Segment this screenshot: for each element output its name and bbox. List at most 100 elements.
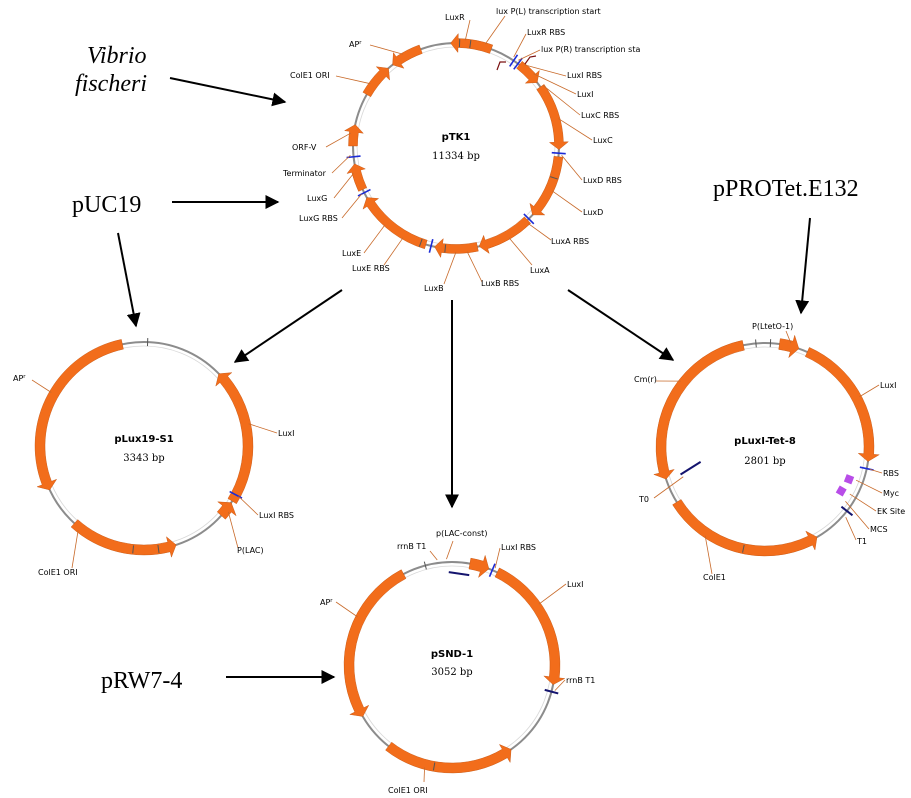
- ptk1-label-luxc-rbs: LuxC RBS: [581, 111, 619, 120]
- ptk1-label-luxi: LuxI: [577, 90, 593, 99]
- ptk1-orfv-gene: [343, 124, 364, 147]
- psnd1-rrnb-terminator-right: [544, 688, 559, 695]
- ptk1-lead-luxb-rbs: [466, 251, 483, 283]
- psnd1-cole1-feature: [385, 741, 512, 774]
- psnd1-lead-rrnb-top: [429, 550, 438, 561]
- ptk1-tick-b: [469, 39, 472, 49]
- ptk1-lead-cole1: [335, 75, 371, 85]
- ptk1-label-luxc: LuxC: [593, 136, 613, 145]
- ptk1-lead-luxpr: [518, 49, 541, 61]
- psnd1-tick-b: [432, 762, 436, 771]
- pluxitet-label-cm: Cm(r): [634, 375, 657, 384]
- pluxitet-lead-t0: [653, 476, 684, 499]
- pluxitet-features: [653, 330, 883, 575]
- plux19-lead-luxi: [248, 423, 278, 434]
- ptk1-luxe-gene: [362, 197, 428, 250]
- pluxitet-tick-a: [755, 339, 757, 348]
- ptk1-luxc-gene: [536, 84, 569, 150]
- pluxitet-lead-rbs: [869, 468, 883, 474]
- puc19-to-plux19-arrow: [117, 232, 141, 328]
- ptk1-terminator-mark: [346, 155, 361, 159]
- ptk1-lead-luxd: [551, 190, 583, 213]
- ptk1-label-luxb-rbs: LuxB RBS: [481, 279, 519, 288]
- ptk1-label-orf-v: ORF-V: [292, 143, 317, 152]
- pluxitet-lead-mcs: [845, 500, 870, 530]
- plux19-name: pLux19-S1: [114, 434, 173, 445]
- ptk1-label-luxe-rbs: LuxE RBS: [352, 264, 390, 273]
- ptk1-luxi-gene: [516, 61, 540, 84]
- psnd1-rrnb-terminator-top: [448, 571, 470, 577]
- pluxitet-lead-ek: [849, 493, 877, 512]
- plux19-ap-gene: [34, 339, 124, 491]
- plux19-label-luxi: LuxI: [278, 429, 294, 438]
- pluxitet-ek-site-tag: [835, 485, 847, 497]
- pluxitet-label-mcs: MCS: [870, 525, 888, 534]
- pluxitet-lead-cole1: [704, 535, 713, 575]
- plux19-luxi-gene: [215, 372, 254, 505]
- ptk1-luxg-gene: [346, 163, 367, 192]
- pluxitet-lead-myc: [855, 479, 883, 494]
- ptk1-size: 11334 bp: [432, 151, 480, 162]
- ptk1-lead-luxc-rbs: [542, 84, 581, 116]
- plux19-label-ap: APr: [13, 374, 26, 383]
- ptk1-tick-c: [550, 176, 558, 180]
- ptk1-luxi-rbs-mark: [513, 57, 523, 70]
- pluxitet-label-myc: Myc: [883, 489, 899, 498]
- psnd1-label-luxi: LuxI: [567, 580, 583, 589]
- psnd1-lead-rrnb-right: [554, 679, 566, 691]
- psnd1-label-luxi-rbs: LuxI RBS: [501, 543, 536, 552]
- ptk1-label-luxg-rbs: LuxG RBS: [299, 214, 338, 223]
- ptk1-label-luxd: LuxD: [583, 208, 603, 217]
- ptk1-lead-luxr: [464, 19, 471, 41]
- ptk1-label-ap: APr: [349, 40, 362, 49]
- pluxitet-label-t1: T1: [856, 537, 867, 546]
- psnd1-size: 3052 bp: [431, 667, 472, 678]
- ptk1-lead-luxc: [558, 118, 593, 141]
- psnd1-lead-ap: [335, 601, 358, 618]
- ptk1-lead-luxe: [363, 224, 386, 254]
- plux19-features: [31, 338, 278, 569]
- plasmid-pluxi-tet-8: pLuxI-Tet-8 2801 bp P(LtetO-1) LuxI Cm(r…: [634, 322, 905, 582]
- puc19-label: pUC19: [72, 192, 141, 218]
- ptk1-label-luxpr: lux P(R) transcription sta: [541, 45, 640, 54]
- pluxitet-cm-gene: [653, 340, 745, 480]
- pluxitet-tick-c: [742, 544, 745, 553]
- ptk1-luxb-rbs-mark: [428, 238, 434, 253]
- plux19-lead-luxi-rbs: [238, 495, 259, 516]
- ptk1-lead-luxa-rbs: [528, 223, 552, 241]
- ptk1-cole1-feature: [362, 66, 390, 98]
- psnd1-label-cole1: ColE1 ORI: [388, 786, 428, 795]
- ptk1-lead-luxd-rbs: [561, 154, 583, 181]
- ptk1-luxg-rbs-mark: [357, 188, 371, 197]
- ptk1-label-luxr-rbs: LuxR RBS: [527, 28, 565, 37]
- ptk1-lead-luxi-rbs: [524, 64, 567, 77]
- pluxitet-cole1-feature: [672, 499, 818, 557]
- ptk1-label-luxg: LuxG: [307, 194, 327, 203]
- psnd1-label-rrnb-right: rrnB T1: [566, 676, 595, 685]
- ptk1-label-luxpl: lux P(L) transcription start: [496, 7, 601, 16]
- ptk1-luxd-rbs-mark: [551, 151, 566, 155]
- ptk1-label-luxa: LuxA: [530, 266, 550, 275]
- pluxitet-lead-luxi: [859, 384, 880, 398]
- ptk1-tick-e: [418, 238, 423, 247]
- ptk1-name: pTK1: [442, 132, 471, 143]
- pluxitet-size: 2801 bp: [744, 456, 785, 467]
- ptk1-to-plux19-arrow: [233, 289, 343, 363]
- ptk1-tick-d: [444, 244, 447, 253]
- ptk1-lead-luxr-rbs: [513, 33, 527, 58]
- ptk1-label-luxd-rbs: LuxD RBS: [583, 176, 622, 185]
- ptk1-luxd-gene: [529, 156, 564, 216]
- pluxitet-label-t0: T0: [638, 495, 649, 504]
- pluxitet-name: pLuxI-Tet-8: [734, 436, 796, 447]
- plux19-tick-c: [132, 545, 135, 554]
- pluxitet-label-luxi: LuxI: [880, 381, 896, 390]
- pluxitet-t1-terminator: [840, 505, 854, 517]
- pluxitet-myc-tag: [843, 474, 855, 485]
- vibrio-label-line2: fischeri: [75, 71, 147, 97]
- plux19-label-cole1: ColE1 ORI: [38, 568, 78, 577]
- plasmid-psnd-1: pSND-1 3052 bp p(LAC-const) rrnB T1 LuxI…: [320, 529, 595, 795]
- ptk1-lead-luxi: [533, 73, 577, 95]
- psnd1-label-rrnb-top: rrnB T1: [397, 542, 426, 551]
- ptk1-label-terminator: Terminator: [282, 169, 327, 178]
